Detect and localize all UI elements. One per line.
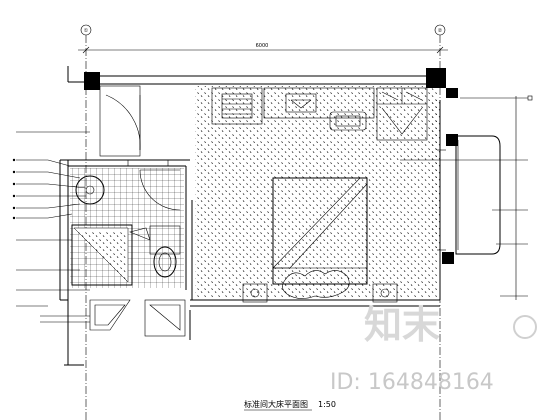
drawing-caption: 标准间大床平面图 1:50 <box>244 399 336 411</box>
balcony <box>432 100 501 255</box>
luggage-rack <box>263 87 375 119</box>
watermark-id: ID: 164848164 <box>330 370 494 395</box>
entry-floor <box>40 299 186 337</box>
carpet-area <box>195 86 437 298</box>
annotation-leaders-left <box>12 131 90 307</box>
dimension-text: 6000 <box>256 43 269 49</box>
watermark: 知末 ID: 164848164 <box>330 303 537 395</box>
watermark-brand: 知末 <box>364 303 440 347</box>
bed <box>242 177 398 303</box>
caption-title: 标准间大床平面图 <box>244 399 308 409</box>
minibar-cabinet <box>376 87 428 141</box>
annotation-leaders-right <box>400 95 533 300</box>
axis-label-right: ② <box>438 28 443 34</box>
desk-chair <box>329 111 367 131</box>
axis-label-left: ① <box>84 28 89 34</box>
caption-scale: 1:50 <box>318 400 336 409</box>
wardrobe <box>211 87 263 125</box>
bathroom <box>70 159 184 288</box>
